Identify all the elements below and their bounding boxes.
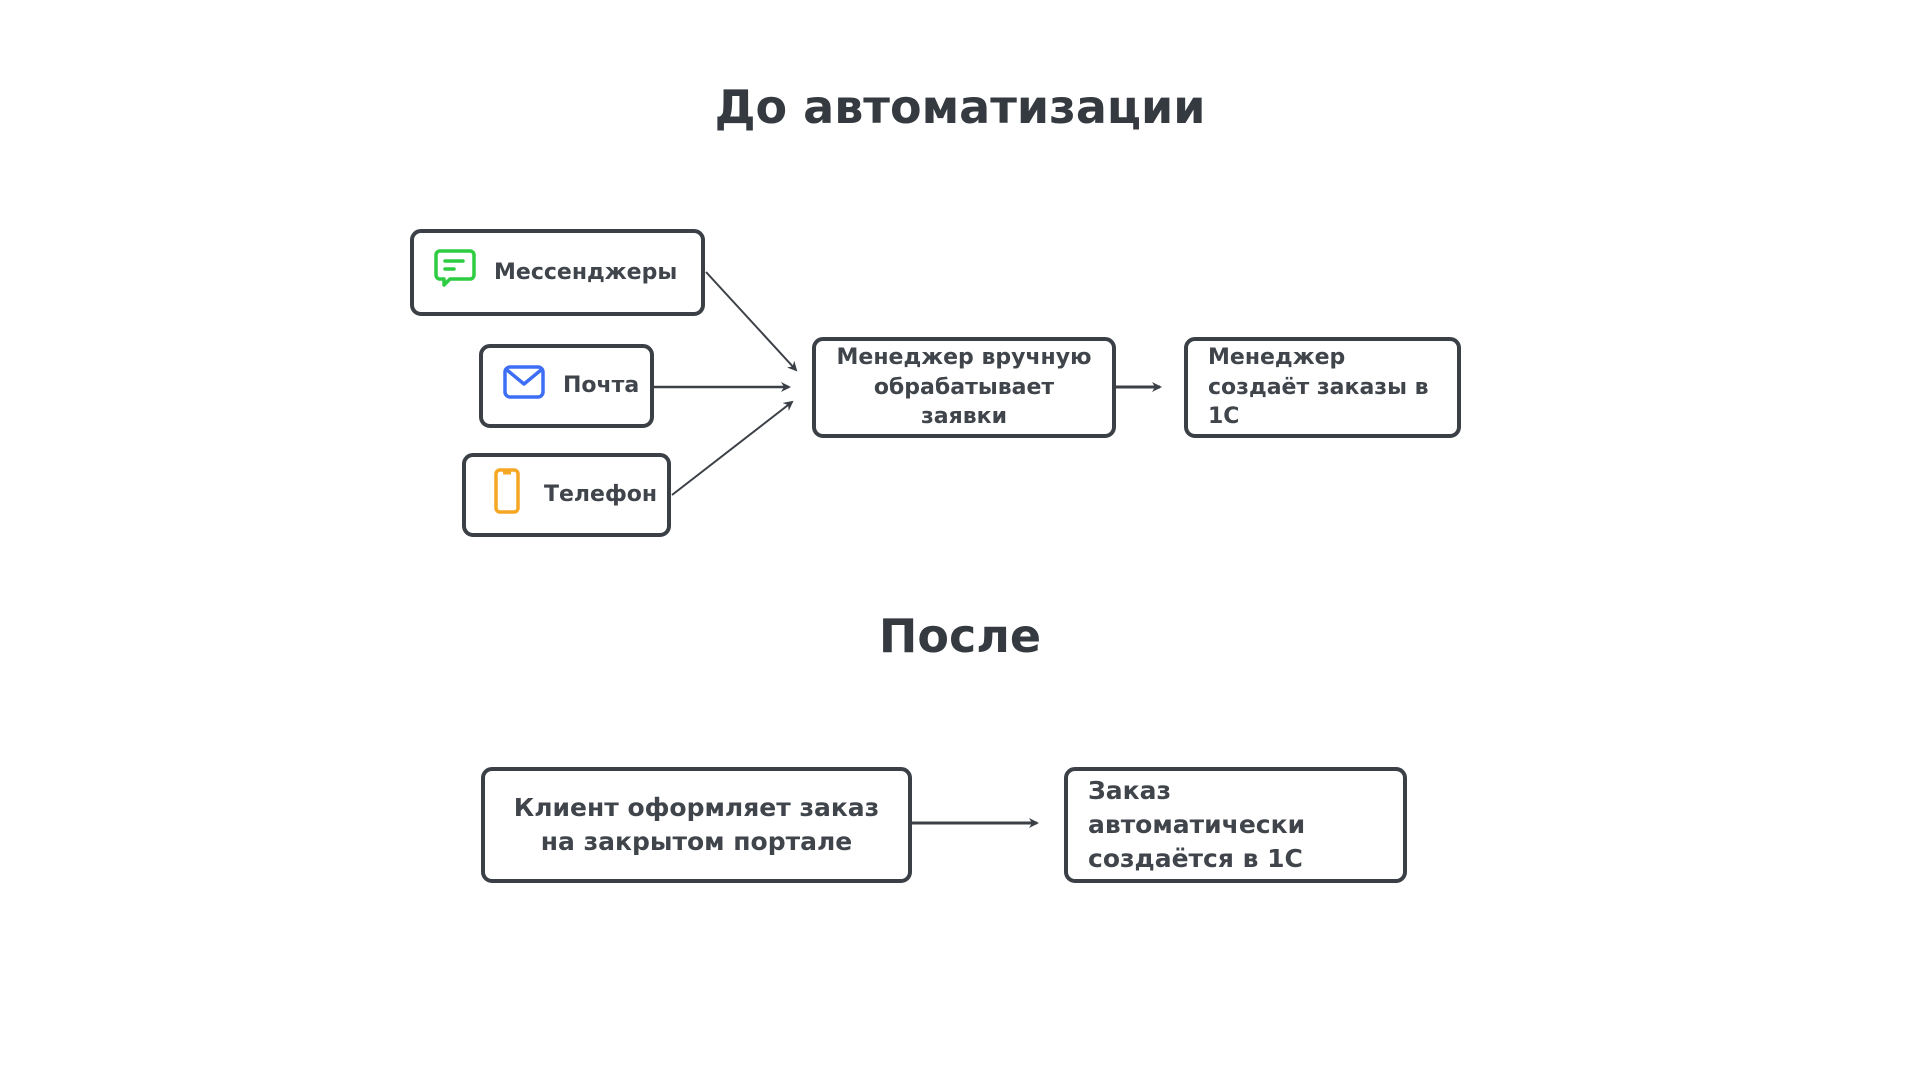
before-title: До автоматизации <box>714 80 1206 134</box>
create-orders-step: Менеджер создаёт заказы в 1С <box>1184 337 1461 438</box>
source-label: Почта <box>563 373 640 399</box>
chat-icon <box>434 248 476 297</box>
step-label: Менеджер создаёт заказы в 1С <box>1208 344 1429 430</box>
mail-icon <box>503 364 545 408</box>
source-phone: Телефон <box>462 453 671 537</box>
after-title: После <box>878 609 1042 663</box>
manual-processing-step: Менеджер вручную обрабатывает заявки <box>812 337 1116 438</box>
phone-icon <box>494 467 520 523</box>
source-label: Телефон <box>544 482 658 508</box>
arrow-messengers-to-manager <box>705 271 798 372</box>
auto-create-step: Заказ автоматически создаётся в 1С <box>1064 767 1407 883</box>
arrow-phone-to-manager <box>671 400 794 496</box>
step-label: Заказ автоматически создаётся в 1С <box>1088 776 1306 873</box>
source-mail: Почта <box>479 344 654 428</box>
client-order-step: Клиент оформляет заказ на закрытом порта… <box>481 767 912 883</box>
source-label: Мессенджеры <box>494 259 678 285</box>
step-label: Клиент оформляет заказ на закрытом порта… <box>513 793 880 856</box>
step-label: Менеджер вручную обрабатывает заявки <box>836 344 1092 430</box>
source-messengers: Мессенджеры <box>410 229 705 316</box>
